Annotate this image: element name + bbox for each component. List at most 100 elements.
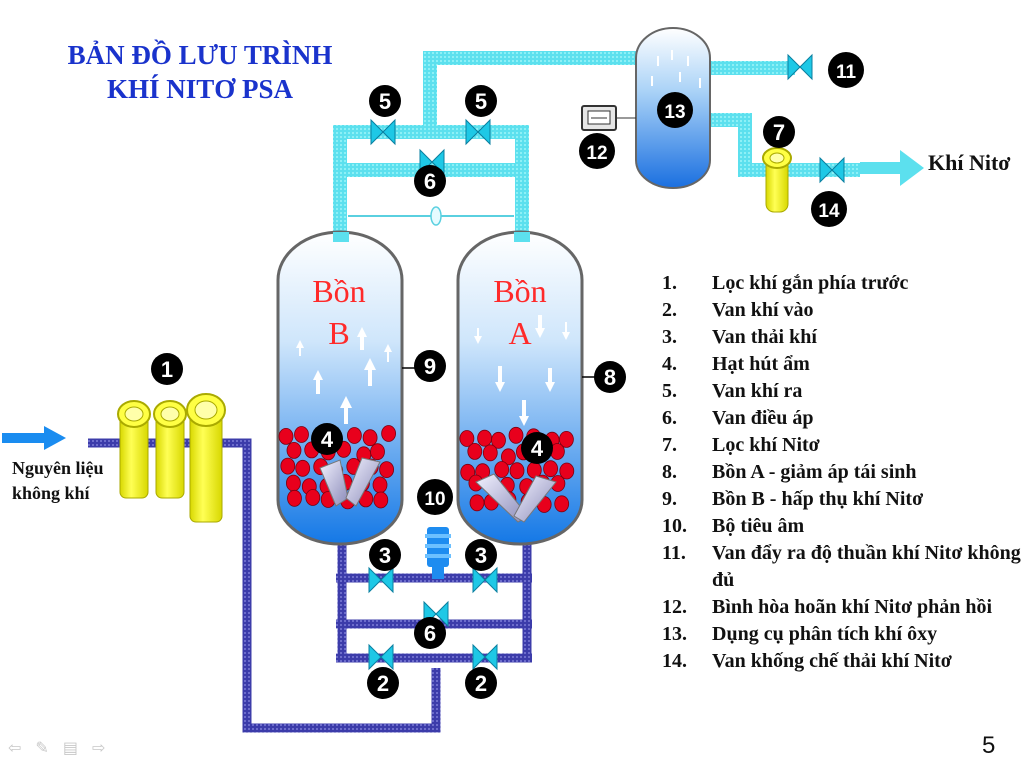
legend-item-text: Bình hòa hoãn khí Nitơ phản hồi	[712, 596, 993, 618]
feed-label-line-1: Nguyên liệu	[12, 458, 104, 478]
page-number: 5	[982, 732, 996, 759]
legend-item-number: 9.	[662, 488, 677, 510]
legend-item-number: 7.	[662, 434, 677, 456]
badge-number: 13	[664, 102, 685, 123]
legend-item-text: Hạt hút ẩm	[712, 353, 810, 375]
outlet-piping	[333, 51, 860, 236]
adsorbent-bead	[379, 461, 395, 479]
badge-number: 8	[604, 365, 616, 390]
adsorbent-bead	[543, 460, 558, 478]
legend-item-number: 2.	[662, 299, 677, 321]
legend-item-text: Bồn A - giảm áp tái sinh	[712, 461, 917, 483]
feed-air-label: Nguyên liệu không khí	[12, 456, 104, 506]
air-prefilter-small-1	[117, 400, 151, 499]
tank-a-diffuser	[475, 473, 557, 523]
legend-item-number: 6.	[662, 407, 677, 429]
badge-circle	[369, 539, 401, 571]
badge-circle	[657, 92, 693, 128]
legend-item-number: 11.	[662, 542, 686, 564]
badge-number: 1	[161, 357, 173, 382]
exhaust-valve-a	[472, 566, 498, 594]
badge-circle	[151, 353, 183, 385]
tank-b-label-line-1: Bồn	[312, 273, 366, 309]
adsorbent-bead	[482, 444, 498, 462]
air-prefilter-small-2	[153, 400, 187, 499]
legend-item-text: Van khí vào	[712, 299, 814, 321]
legend-item-number: 13.	[662, 623, 687, 645]
badge-circle	[414, 617, 446, 649]
legend-item: 14.Van khống chế thải khí Nitơ	[662, 648, 1022, 675]
pen-icon[interactable]: ✎	[35, 738, 49, 757]
adsorbent-bead	[467, 442, 483, 460]
adsorbent-bead	[459, 430, 475, 447]
component-legend: 1. Lọc khí gắn phía trước 2. Van khí vào 3.V…	[662, 270, 1022, 675]
legend-item: 13.Dụng cụ phân tích khí ôxy	[662, 621, 1022, 648]
arrow-left-icon[interactable]: ⇦	[8, 738, 22, 757]
badge-circle	[811, 191, 847, 227]
badge-circle	[414, 350, 446, 382]
adsorbent-bead	[285, 474, 301, 492]
adsorbent-bead	[508, 426, 524, 444]
badge-n2-filter: 7	[763, 116, 795, 148]
legend-item: 1. Lọc khí gắn phía trước	[662, 270, 1022, 297]
badge-number: 7	[773, 120, 785, 145]
legend-item: 3.Van thải khí	[662, 324, 1022, 351]
badge-circle	[465, 667, 497, 699]
tank-b	[276, 230, 404, 546]
menu-icon[interactable]: ▤	[62, 738, 78, 757]
badge-silencer: 10	[417, 479, 453, 515]
badge-buffer-tank: 12	[579, 133, 615, 169]
badge-number: 5	[475, 89, 487, 114]
badge-analyzer: 13	[657, 92, 693, 128]
badge-number: 3	[475, 543, 487, 568]
badge-exhaust-valve-b: 3	[369, 539, 401, 571]
tank-a-flow-arrows	[474, 315, 570, 426]
badge-tank-a: 8	[594, 361, 626, 393]
legend-item-text: Lọc khí gắn phía trước	[712, 272, 909, 294]
adsorbent-bead	[294, 426, 309, 443]
adsorbent-bead	[509, 462, 525, 480]
tank-a-label-line-2: A	[508, 315, 532, 351]
tank-a-label-line-1: Bồn	[493, 273, 547, 309]
adsorbent-bead	[494, 461, 510, 478]
legend-item-text: Bồn B - hấp thụ khí Nitơ	[712, 488, 924, 510]
adsorbent-bead	[295, 459, 311, 477]
badge-number: 5	[379, 89, 391, 114]
adsorbent-bead	[370, 443, 385, 461]
adsorbent-bead	[559, 462, 575, 480]
legend-item: 5.Van khí ra	[662, 378, 1022, 405]
title-line-1: BẢN ĐỒ LƯU TRÌNH	[67, 40, 333, 70]
badge-circle	[594, 361, 626, 393]
legend-item: 2. Van khí vào	[662, 297, 1022, 324]
badge-circle	[369, 85, 401, 117]
air-prefilter-large	[186, 393, 226, 523]
legend-item-number: 12.	[662, 596, 687, 618]
oxygen-analyzer	[581, 105, 636, 131]
adsorbent-bead	[287, 489, 302, 507]
legend-item: 8.Bồn A - giảm áp tái sinh	[662, 459, 1022, 486]
outlet-valve-b	[370, 118, 396, 146]
adsorbent-bead	[500, 448, 516, 466]
badge-number: 6	[424, 169, 436, 194]
badge-inlet-valve-a: 2	[465, 667, 497, 699]
legend-item-text: Van thải khí	[712, 326, 817, 348]
adsorbent-bead	[362, 429, 378, 447]
legend-item-number: 1.	[662, 272, 677, 294]
title-line-2: KHÍ NITƠ PSA	[106, 74, 294, 104]
badge-control-valve: 14	[811, 191, 847, 227]
badge-number: 10	[424, 489, 445, 510]
arrow-right-icon[interactable]: ⇨	[91, 738, 106, 757]
legend-item-text: Van đẩy ra độ thuần khí Nitơ không đủ	[712, 542, 1021, 591]
badge-number: 4	[531, 436, 544, 461]
adsorbent-bead	[554, 495, 570, 513]
nitrogen-filter	[762, 147, 792, 213]
adsorbent-bead	[491, 431, 506, 449]
badge-number: 14	[818, 201, 840, 222]
inlet-valve-b	[368, 643, 394, 671]
adsorbent-bead	[381, 425, 397, 442]
badge-circle	[521, 432, 553, 464]
adsorbent-bead	[373, 491, 389, 509]
badge-number: 2	[377, 671, 389, 696]
